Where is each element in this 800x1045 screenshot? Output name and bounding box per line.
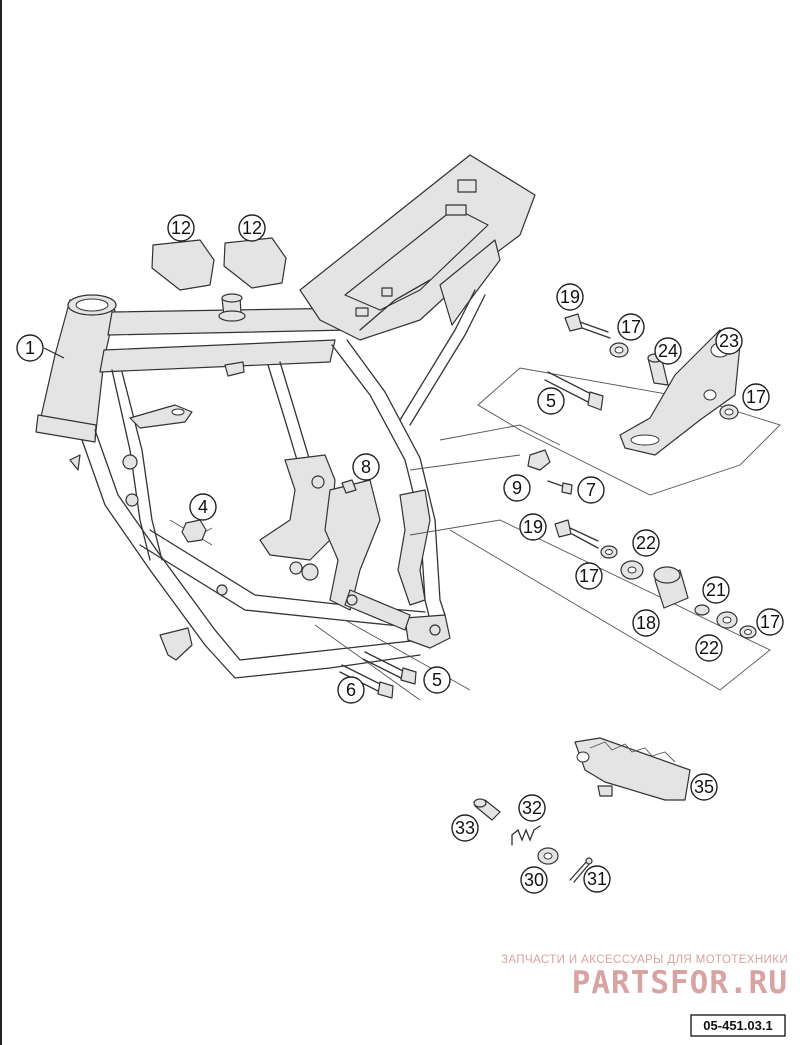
- callout-17-a: 17: [617, 313, 645, 341]
- callout-30: 30: [520, 866, 548, 894]
- watermark-tagline: ЗАПЧАСТИ И АКСЕССУАРЫ ДЛЯ МОТОТЕХНИКИ: [501, 954, 788, 966]
- svg-text:5: 5: [432, 670, 442, 690]
- svg-text:1: 1: [25, 338, 35, 358]
- svg-text:12: 12: [242, 218, 262, 238]
- svg-text:9: 9: [512, 478, 522, 498]
- svg-text:24: 24: [658, 341, 678, 361]
- callout-32: 32: [518, 794, 546, 822]
- svg-text:21: 21: [706, 580, 726, 600]
- callout-17-d: 17: [756, 608, 784, 636]
- svg-text:32: 32: [522, 798, 542, 818]
- svg-text:5: 5: [546, 391, 556, 411]
- callout-35: 35: [690, 773, 718, 801]
- svg-text:31: 31: [587, 869, 607, 889]
- callout-12-left: 12: [167, 214, 195, 242]
- svg-text:17: 17: [621, 317, 641, 337]
- callout-17-c: 17: [575, 562, 603, 590]
- callout-1: 1: [16, 334, 65, 362]
- svg-text:33: 33: [455, 818, 475, 838]
- callout-group: 1 4 5 5 6 7 8 9 12 12 17 17 17 17 18 19 …: [16, 214, 784, 894]
- document-number: 05-451.03.1: [703, 1018, 772, 1033]
- callout-5-lower: 5: [423, 666, 451, 694]
- motorcycle-frame: [35, 154, 536, 679]
- watermark: ЗАПЧАСТИ И АКСЕССУАРЫ ДЛЯ МОТОТЕХНИКИ PA…: [501, 954, 788, 1001]
- svg-text:22: 22: [636, 533, 656, 553]
- callout-22-lower: 22: [695, 634, 723, 662]
- callout-18: 18: [632, 609, 660, 637]
- callout-22-upper: 22: [632, 529, 660, 557]
- svg-text:22: 22: [699, 638, 719, 658]
- callout-19-lower: 19: [519, 513, 547, 541]
- svg-text:17: 17: [760, 612, 780, 632]
- svg-text:19: 19: [523, 517, 543, 537]
- watermark-logo: PARTSFOR.RU: [572, 965, 788, 1001]
- callout-8: 8: [352, 453, 380, 481]
- callout-31: 31: [583, 865, 611, 893]
- callout-23: 23: [715, 327, 743, 355]
- svg-text:6: 6: [346, 680, 356, 700]
- loose-parts: [151, 237, 757, 883]
- svg-text:12: 12: [171, 218, 191, 238]
- svg-text:18: 18: [636, 613, 656, 633]
- callout-7: 7: [577, 476, 605, 504]
- svg-text:19: 19: [560, 287, 580, 307]
- svg-text:17: 17: [579, 566, 599, 586]
- callout-4: 4: [189, 493, 217, 521]
- callout-12-right: 12: [238, 214, 266, 242]
- svg-text:17: 17: [746, 387, 766, 407]
- svg-text:8: 8: [361, 457, 371, 477]
- svg-text:4: 4: [198, 497, 208, 517]
- callout-33: 33: [451, 814, 479, 842]
- svg-text:7: 7: [586, 480, 596, 500]
- callout-17-b: 17: [742, 383, 770, 411]
- document-number-box: 05-451.03.1: [690, 1014, 786, 1037]
- callout-6: 6: [337, 676, 365, 704]
- svg-text:35: 35: [694, 777, 714, 797]
- callout-19-upper: 19: [556, 283, 584, 311]
- callout-24: 24: [654, 337, 682, 365]
- svg-text:23: 23: [719, 331, 739, 351]
- callout-5-upper: 5: [537, 387, 565, 415]
- callout-9: 9: [503, 474, 531, 502]
- svg-text:30: 30: [524, 870, 544, 890]
- callout-21: 21: [702, 576, 730, 604]
